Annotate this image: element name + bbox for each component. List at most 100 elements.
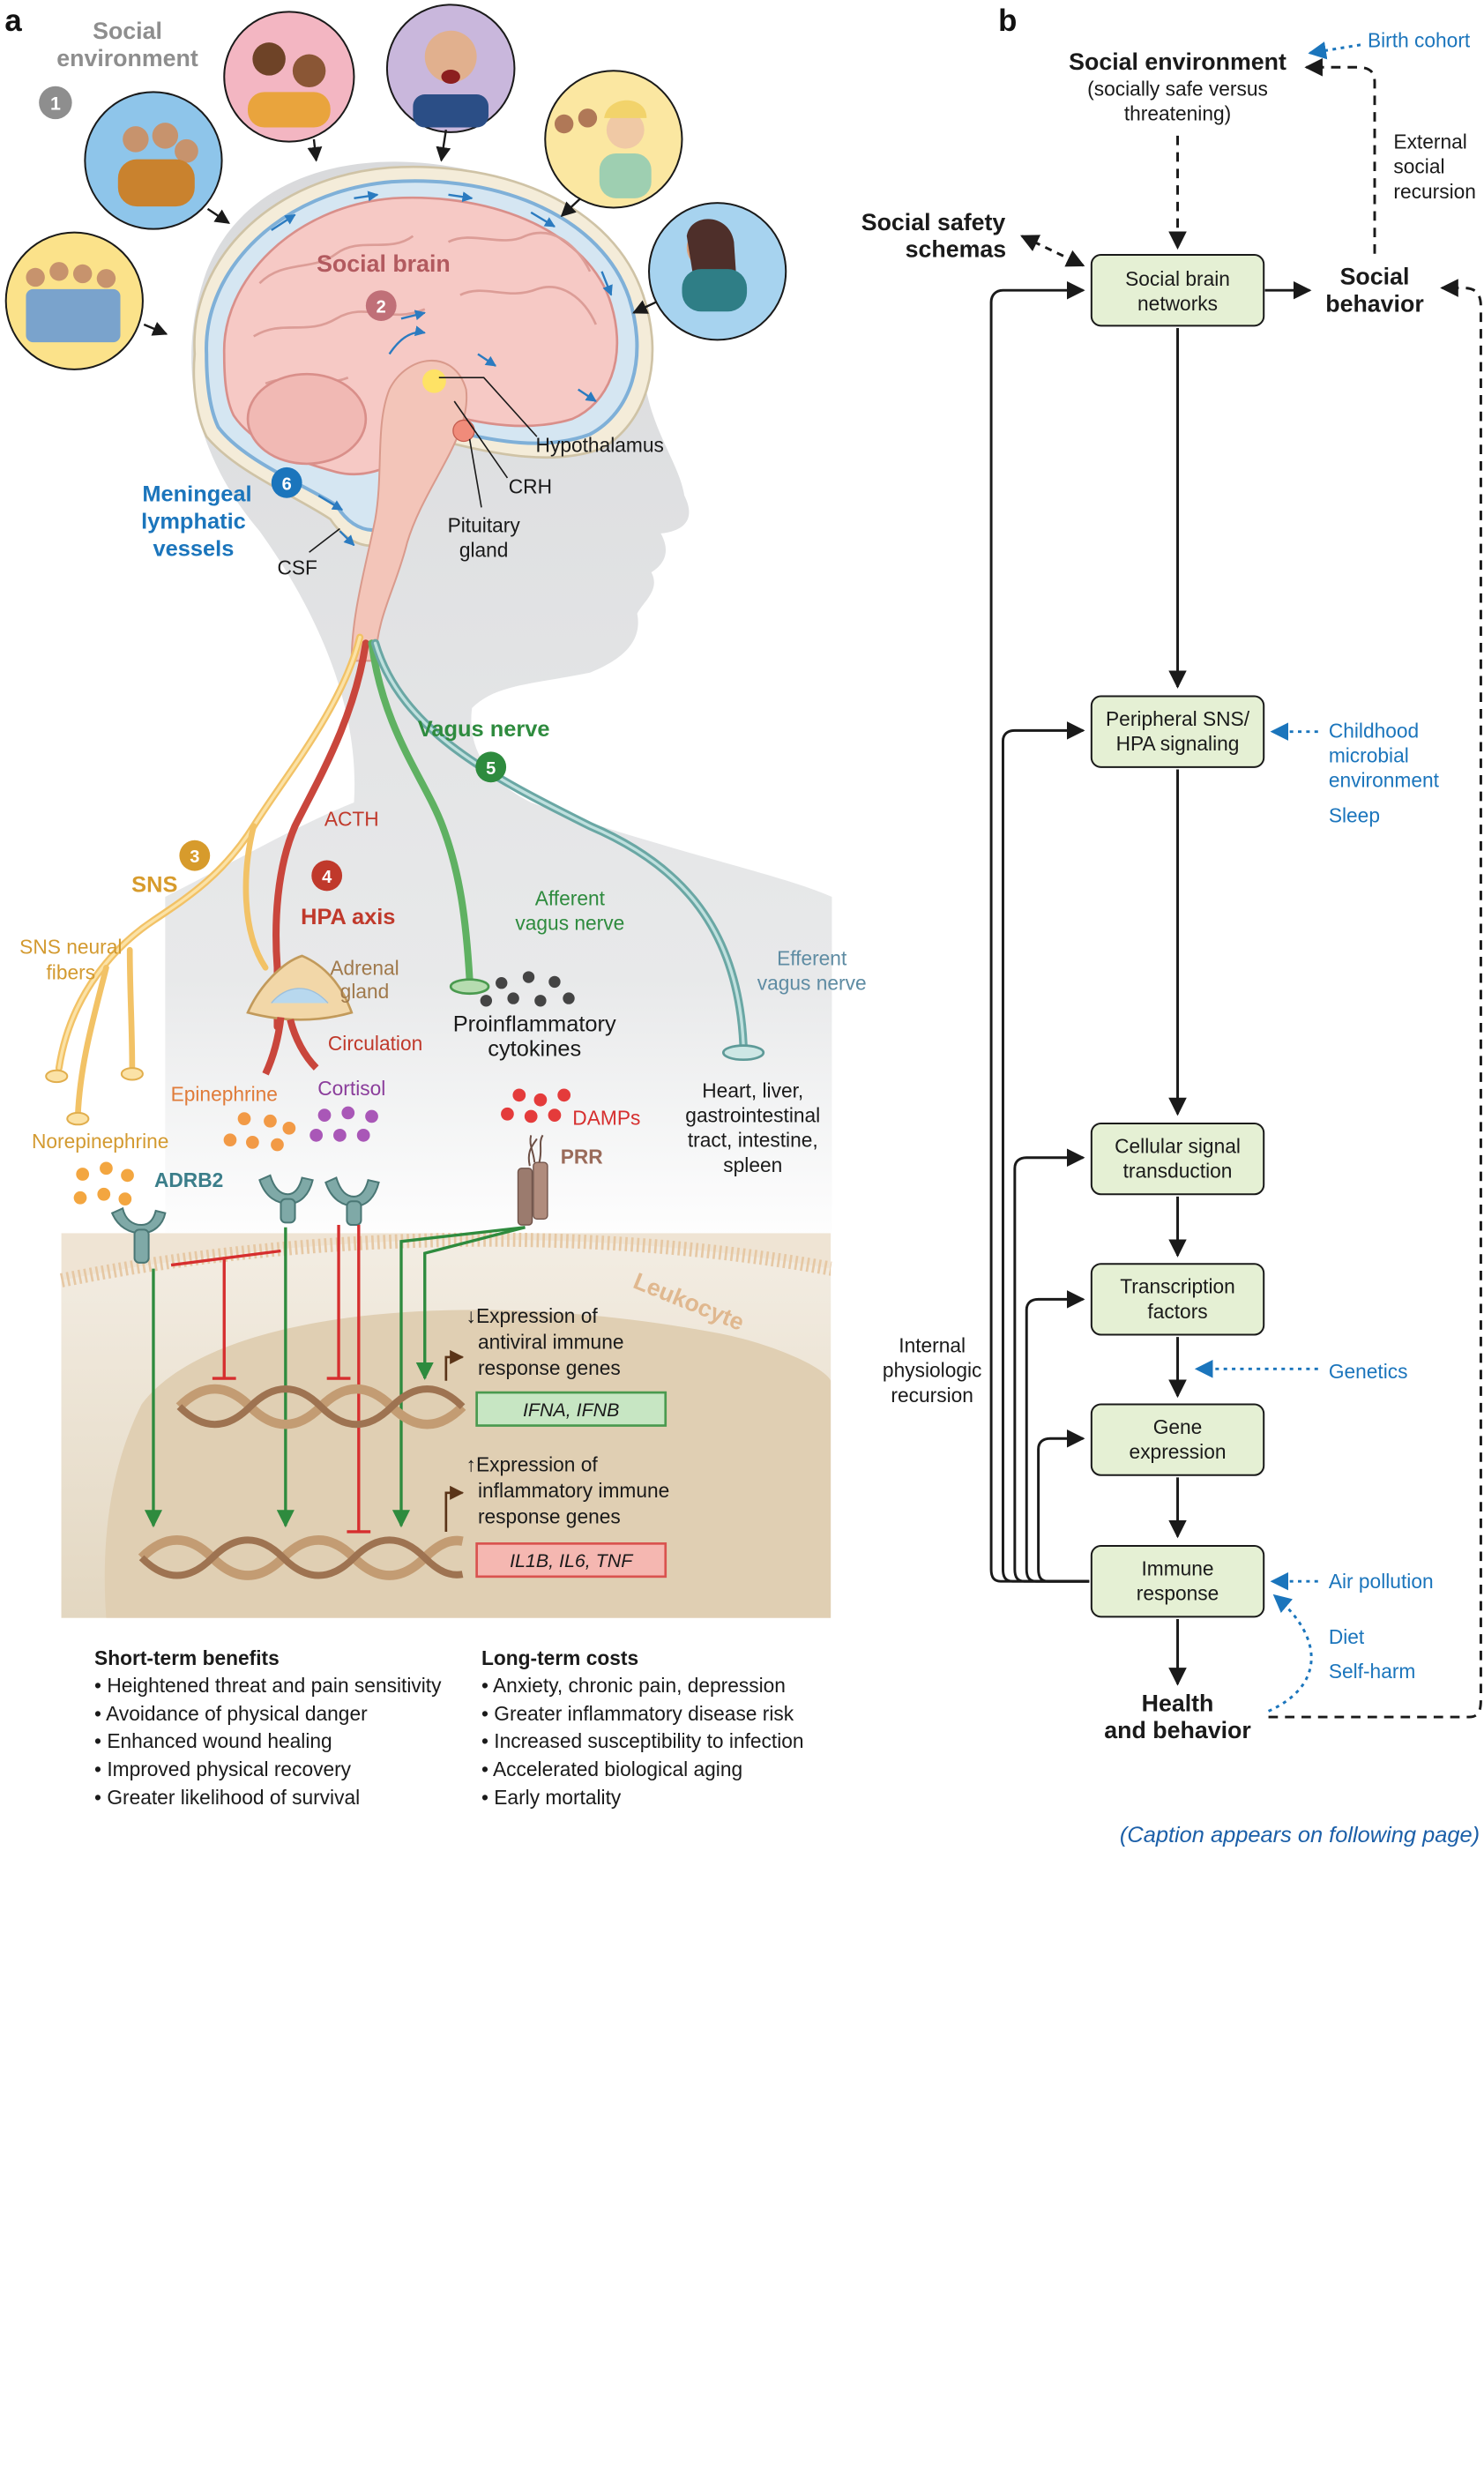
adrb2-receptor: [110, 1206, 167, 1235]
adrenal-medulla: [271, 988, 329, 1004]
schemas-brain-arrow: [1020, 235, 1085, 267]
panel-a: a: [4, 4, 867, 1809]
badge-1-number: 1: [50, 93, 61, 114]
afferent-vagus: [368, 639, 474, 983]
cost-item: • Greater inflammatory disease risk: [481, 1702, 794, 1725]
inflammatory-text-line1: ↑Expression of: [466, 1453, 599, 1476]
diet-label: Diet: [1329, 1625, 1365, 1648]
antiviral-text-line1: ↓Expression of: [466, 1304, 599, 1327]
circulation-label: Circulation: [328, 1032, 422, 1055]
sns-fiber-adrenal: [242, 823, 269, 971]
inflammatory-text-line2: inflammatory immune: [478, 1479, 669, 1502]
box-sns-line2: HPA signaling: [1116, 732, 1240, 755]
box-peripheral-sns-hpa: [1090, 695, 1265, 768]
brainstem: [350, 359, 468, 662]
badge-3-number: 3: [190, 847, 199, 867]
box-cell-line2: transduction: [1123, 1160, 1233, 1183]
acth-pathway: [272, 639, 369, 1031]
pituitary-label-line2: gland: [459, 539, 509, 562]
receptors: [110, 1174, 380, 1264]
external-recursion-arrow: [1304, 57, 1376, 254]
genetics-label: Genetics: [1329, 1360, 1408, 1383]
prr-label: PRR: [561, 1145, 603, 1168]
adrb2-receptor-stem: [133, 1228, 150, 1264]
dna-helix-lower: [138, 1535, 464, 1580]
box-social-brain-networks: [1090, 254, 1265, 327]
meningeal-label-line1: Meningeal: [142, 482, 251, 507]
cytokine-particles: [480, 971, 575, 1007]
antiviral-text-line3: response genes: [478, 1356, 621, 1379]
csf-leader-line: [309, 527, 340, 553]
efferent-label-line1: Efferent: [777, 947, 847, 970]
benefit-item: • Improved physical recovery: [94, 1758, 352, 1780]
epinephrine-label: Epinephrine: [171, 1083, 278, 1106]
organs-label-line4: spleen: [723, 1153, 782, 1176]
social-behavior-line2: behavior: [1325, 290, 1424, 317]
badge-6-number: 6: [282, 474, 292, 494]
internal-recursion-line3: recursion: [891, 1384, 973, 1407]
badge-1: [39, 86, 72, 120]
caption-note: (Caption appears on following page): [1120, 1823, 1480, 1847]
badge-3: [179, 840, 211, 871]
badge-4-number: 4: [322, 868, 332, 887]
adrenal-label-line1: Adrenal: [330, 956, 399, 979]
benefit-item: • Enhanced wound healing: [94, 1729, 332, 1752]
health-to-behavior-recursion: [1268, 279, 1482, 1719]
costs-title: Long-term costs: [481, 1646, 638, 1669]
childhood-line2: microbial: [1329, 743, 1409, 766]
social-behavior-line1: Social: [1340, 264, 1410, 290]
box-social-brain-line2: networks: [1137, 292, 1218, 315]
box-immune-line1: Immune: [1141, 1556, 1213, 1579]
external-recursion-line1: External: [1393, 131, 1466, 153]
health-line2: and behavior: [1104, 1717, 1250, 1743]
self-harm-label: Self-harm: [1329, 1660, 1416, 1683]
meningeal-label-line3: vessels: [153, 536, 235, 561]
hypothalamus-glow: [422, 369, 446, 393]
box-cellular-signal: [1090, 1122, 1265, 1196]
brain-leader-lines: [438, 377, 538, 508]
antiviral-genes-label: IFNA, IFNB: [523, 1399, 619, 1421]
social-environment-sub-line2: threatening): [1124, 101, 1231, 124]
box-tf-line1: Transcription: [1120, 1275, 1235, 1298]
cytokines-label-line2: cytokines: [488, 1037, 581, 1062]
signaling-lines: [144, 1225, 526, 1534]
damps-particles: [501, 1088, 571, 1123]
efferent-terminal: [721, 1044, 765, 1062]
badge-6: [271, 466, 302, 498]
hpa-axis-label: HPA axis: [301, 905, 395, 929]
badge-2: [365, 290, 397, 321]
internal-recursion-lines: [989, 280, 1090, 1583]
social-environment-line1: Social: [93, 18, 162, 44]
pituitary-shape: [452, 419, 475, 443]
cortisol-particles: [309, 1106, 378, 1142]
diet-selfharm-arrow: [1267, 1594, 1313, 1713]
panel-a-letter: a: [4, 4, 22, 38]
cost-item: • Early mortality: [481, 1786, 622, 1809]
vagus-nerve-label: Vagus nerve: [418, 717, 550, 742]
cost-item: • Accelerated biological aging: [481, 1758, 742, 1780]
afferent-label-line2: vagus nerve: [515, 912, 624, 935]
box-transcription-factors: [1090, 1263, 1265, 1336]
adrb2-label: ADRB2: [154, 1168, 223, 1191]
figure-canvas: a: [4, 4, 1482, 1847]
organs-label-line3: tract, intestine,: [688, 1129, 818, 1152]
cell-membrane: [59, 1232, 832, 1288]
badge-2-number: 2: [377, 298, 386, 317]
birth-cohort-arrow: [1308, 41, 1361, 60]
acth-label: ACTH: [324, 808, 379, 831]
social-environment-title: Social environment: [1069, 49, 1286, 75]
inflammatory-text-line3: response genes: [478, 1505, 621, 1528]
sleep-label: Sleep: [1329, 804, 1380, 827]
prr-receptor: [517, 1134, 548, 1226]
hypothalamus-label: Hypothalamus: [536, 434, 664, 457]
meningeal-label-line2: lymphatic: [141, 510, 246, 534]
internal-recursion-line2: physiologic: [883, 1359, 981, 1382]
cerebellum: [246, 372, 368, 466]
social-safety-line2: schemas: [906, 236, 1007, 263]
inflammatory-genes-box: [475, 1542, 667, 1579]
box-cell-line1: Cellular signal: [1115, 1134, 1241, 1157]
antiviral-genes-box: [475, 1391, 667, 1427]
norepinephrine-particles: [73, 1161, 134, 1205]
air-pollution-label: Air pollution: [1329, 1570, 1434, 1593]
box-gene-line1: Gene: [1153, 1415, 1203, 1438]
